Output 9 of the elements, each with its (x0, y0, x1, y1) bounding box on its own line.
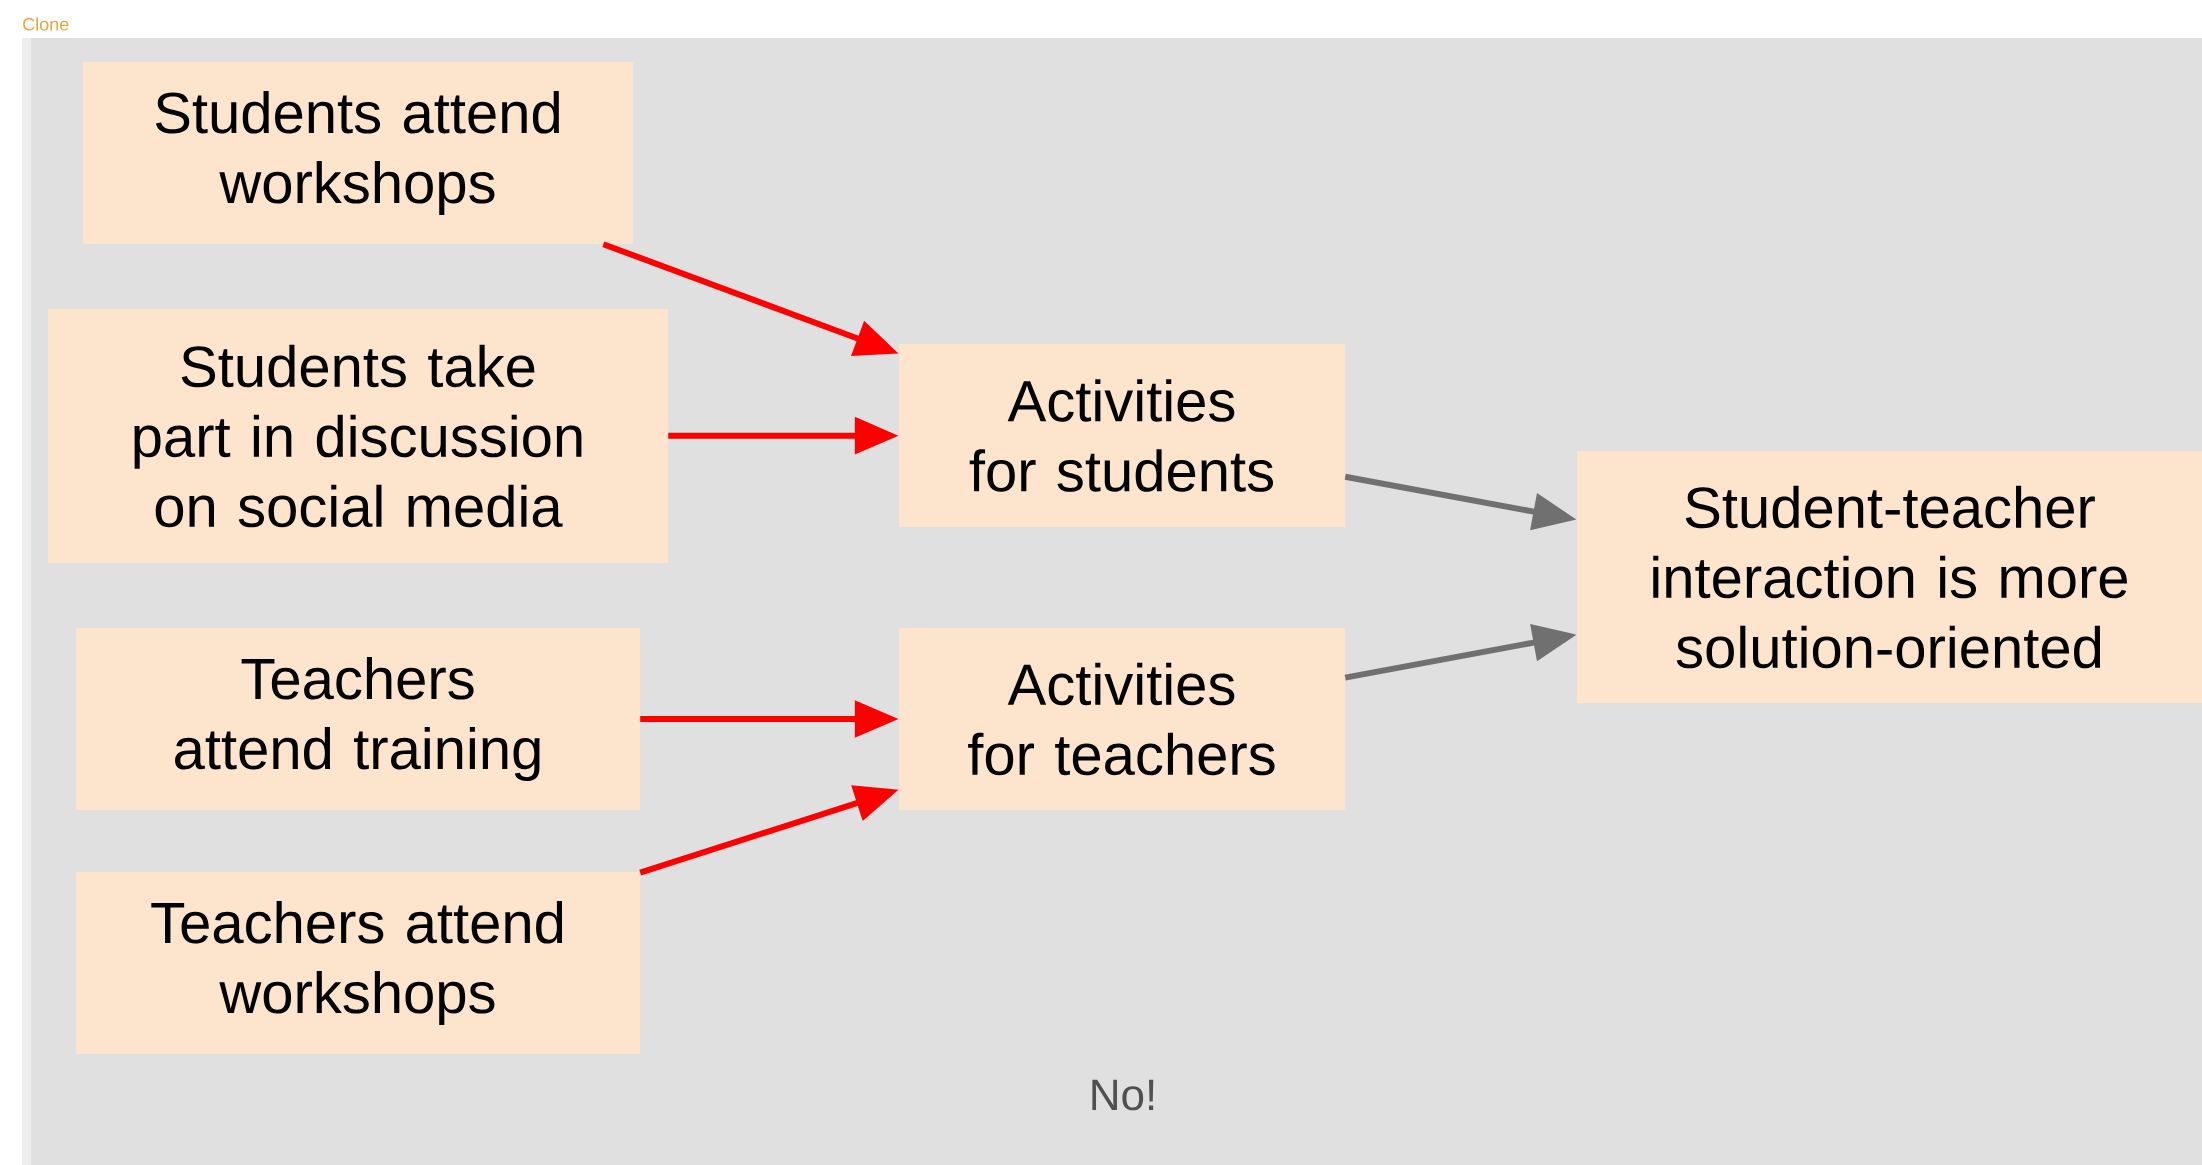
process-box: Activities for teachers (899, 628, 1345, 810)
process-box: Teachers attend workshops (76, 872, 640, 1054)
status-text: No! (1092, 1079, 1154, 1111)
process-box: Student-teacher interaction is more solution-oriented (1577, 451, 2202, 703)
process-box: Teachers attend training (76, 628, 640, 810)
process-box: Activities for students (899, 344, 1345, 527)
process-box: Students attend workshops (83, 62, 633, 244)
process-box: Students take part in discussion on social media (48, 309, 668, 563)
clone: Clone (23, 17, 69, 31)
